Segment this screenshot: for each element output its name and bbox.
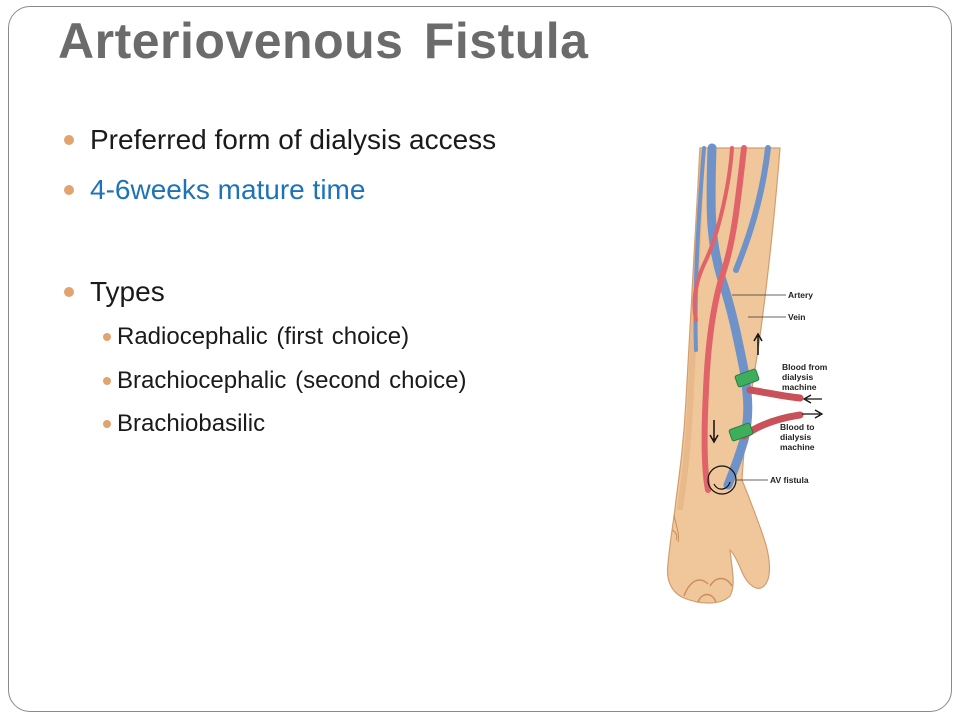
bullet-text: Types xyxy=(90,276,165,307)
arrow-down-icon xyxy=(709,420,719,444)
bullet-dot xyxy=(64,287,74,297)
sub-bullet-text: Brachiobasilic xyxy=(117,410,266,437)
bullet-dot xyxy=(64,135,74,145)
vein-main xyxy=(706,143,753,490)
needle-clip-lower xyxy=(728,422,754,442)
label-blood-from-2: dialysis xyxy=(782,372,813,382)
sub-bullet-brachiobasilic: Brachiobasilic xyxy=(103,410,265,438)
needle-clip-upper xyxy=(734,368,760,388)
bullet-text: Preferred form of dialysis access xyxy=(90,124,497,155)
bullet-dot xyxy=(64,185,74,195)
label-vein: Vein xyxy=(788,312,805,322)
vein-branch xyxy=(733,145,771,273)
bullet-mature-time: 4-6weeks mature time xyxy=(64,174,365,206)
finger-shape xyxy=(683,577,733,603)
wrist-crease xyxy=(671,514,679,543)
label-blood-from-1: Blood from xyxy=(782,362,828,372)
arrow-right-icon xyxy=(802,409,824,419)
sub-bullet-radiocephalic: Radiocephalic (first choice) xyxy=(103,323,409,351)
bullet-text: 4-6weeks mature time xyxy=(90,174,366,205)
arrow-up-icon xyxy=(753,332,763,355)
sub-bullet-dot xyxy=(103,377,111,385)
sub-bullet-brachiocephalic: Brachiocephalic (second choice) xyxy=(103,367,467,395)
artery-right xyxy=(692,146,734,322)
arrow-left-icon xyxy=(802,394,822,404)
bullet-types: Types xyxy=(64,276,165,308)
sub-bullet-dot xyxy=(103,420,111,428)
sub-bullet-text: Radiocephalic (first choice) xyxy=(117,323,410,350)
line-from-machine xyxy=(746,386,804,402)
slide-frame xyxy=(8,6,952,712)
label-blood-from-3: machine xyxy=(782,382,817,392)
slide-title: Arteriovenous Fistula xyxy=(58,13,589,69)
vein-left xyxy=(693,146,706,352)
fistula-arrow-icon xyxy=(713,481,731,490)
label-blood-to-2: dialysis xyxy=(780,432,811,442)
label-av-fistula: AV fistula xyxy=(770,475,809,485)
label-artery: Artery xyxy=(788,290,813,300)
bullet-preferred-access: Preferred form of dialysis access xyxy=(64,124,496,156)
av-fistula-illustration: Artery Vein Blood from dialysis machine … xyxy=(666,143,828,604)
sub-bullet-text: Brachiocephalic (second choice) xyxy=(117,367,467,394)
forearm-shape xyxy=(666,147,781,604)
label-blood-to-1: Blood to xyxy=(780,422,814,432)
sub-bullet-dot xyxy=(103,333,111,341)
label-blood-to-3: machine xyxy=(780,442,815,452)
artery-main xyxy=(701,145,747,493)
